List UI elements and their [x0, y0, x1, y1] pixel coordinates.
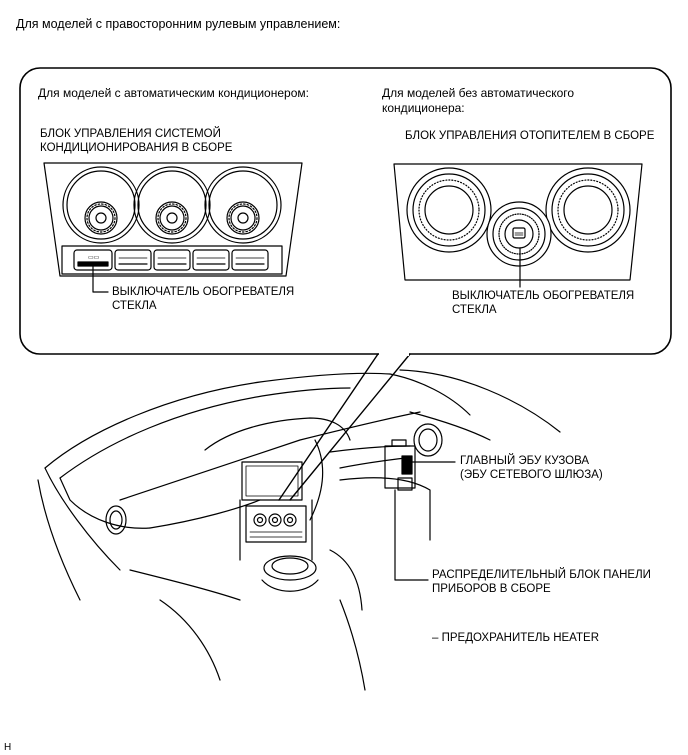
junction-block-label-line2: ПРИБОРОВ В СБОРЕ — [432, 583, 551, 595]
page-heading: Для моделей с правосторонним рулевым упр… — [16, 17, 341, 31]
heater-knob-left — [406, 167, 492, 253]
heater-fuse-label: – ПРЕДОХРАНИТЕЛЬ HEATER — [432, 632, 600, 644]
heater-unit-label: БЛОК УПРАВЛЕНИЯ ОТОПИТЕЛЕМ В СБОРЕ — [405, 130, 655, 142]
right-model-title-line2: кондиционера: — [382, 101, 465, 115]
figure-code: H — [4, 742, 12, 753]
right-model-title-line1: Для моделей без автоматического — [382, 86, 575, 100]
ac-defogger-label-line1: ВЫКЛЮЧАТЕЛЬ ОБОГРЕВАТЕЛЯ — [112, 286, 295, 298]
body-ecu-box — [384, 439, 416, 491]
heater-defogger-label-line2: СТЕКЛА — [452, 304, 497, 316]
junction-block-label-line1: РАСПРЕДЕЛИТЕЛЬНЫЙ БЛОК ПАНЕЛИ — [432, 569, 651, 581]
main-body-ecu-label-line1: ГЛАВНЫЙ ЭБУ КУЗОВА — [460, 455, 590, 467]
ac-defogger-label-line2: СТЕКЛА — [112, 300, 157, 312]
heater-control-panel — [393, 163, 643, 288]
ac-knob-2 — [133, 166, 211, 244]
svg-text:▭▭: ▭▭ — [88, 255, 100, 261]
callout-box — [19, 67, 672, 501]
main-body-ecu-label-line2: (ЭБУ СЕТЕВОГО ШЛЮЗА) — [460, 469, 603, 481]
dashboard-illustration — [37, 369, 561, 691]
heater-defogger-label-line1: ВЫКЛЮЧАТЕЛЬ ОБОГРЕВАТЕЛЯ — [452, 290, 635, 302]
heater-knob-center — [486, 201, 552, 267]
ac-control-panel: ▭▭ — [43, 162, 303, 293]
ac-knob-3 — [204, 166, 282, 244]
ac-unit-label-line2: КОНДИЦИОНИРОВАНИЯ В СБОРЕ — [40, 142, 233, 154]
left-model-title: Для моделей с автоматическим кондиционер… — [38, 86, 309, 100]
heater-knob-right — [545, 167, 631, 253]
ac-knob-1 — [62, 166, 140, 244]
ac-unit-label-line1: БЛОК УПРАВЛЕНИЯ СИСТЕМОЙ — [40, 128, 221, 140]
